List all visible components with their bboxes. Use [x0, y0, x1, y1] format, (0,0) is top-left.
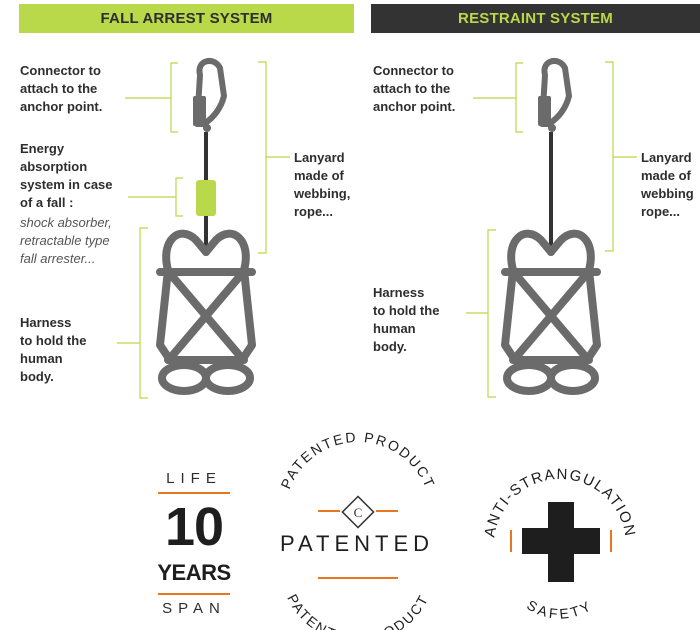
- energy-bracket-left: [128, 177, 183, 217]
- energy-absorber-icon: [196, 180, 216, 216]
- carabiner-icon-right: [538, 58, 572, 132]
- lanyard-label-left: Lanyard made of webbing, rope...: [294, 150, 351, 219]
- harness-bracket-right: [466, 229, 496, 398]
- patented-symbol: C: [354, 505, 363, 520]
- cross-icon: [522, 502, 600, 582]
- harness-icon-left: [156, 229, 256, 395]
- lanyard-bracket-left: [258, 61, 290, 254]
- patented-arc-top-text: PATENTED PRODUCT: [277, 429, 438, 491]
- patented-diamond-icon: [341, 495, 375, 529]
- connector-bracket-right: [473, 62, 523, 133]
- lanyard-bracket-right: [605, 61, 637, 252]
- harness-icon-right: [501, 229, 601, 395]
- connector-bracket-left: [125, 62, 178, 133]
- harness-label-left: Harness to hold the human body.: [20, 315, 87, 384]
- harness-label-right: Harness to hold the human body.: [373, 285, 440, 354]
- lanyard-label-right: Lanyard made of webbing rope...: [641, 150, 694, 219]
- restraint-header: RESTRAINT SYSTEM: [371, 4, 700, 33]
- energy-examples-label: shock absorber, retractable type fall ar…: [20, 215, 112, 266]
- safety-text: SAFETY: [524, 597, 595, 622]
- fall-arrest-header: FALL ARREST SYSTEM: [19, 4, 354, 33]
- connector-label-left: Connector to attach to the anchor point.: [20, 63, 103, 114]
- patented-center-text: PATENTED: [279, 531, 435, 556]
- life-span-bottom-text: SPAN: [162, 600, 226, 617]
- life-span-years: YEARS: [157, 560, 231, 585]
- connector-label-right: Connector to attach to the anchor point.: [373, 63, 456, 114]
- energy-absorption-label: Energy absorption system in case of a fa…: [20, 141, 113, 210]
- life-span-number: 10: [164, 497, 224, 557]
- patented-arc-bottom-text: PATENTED PRODUCT: [284, 591, 432, 630]
- life-span-top-text: LIFE: [166, 470, 222, 487]
- carabiner-icon-left: [193, 58, 227, 132]
- harness-bracket-left: [117, 227, 148, 399]
